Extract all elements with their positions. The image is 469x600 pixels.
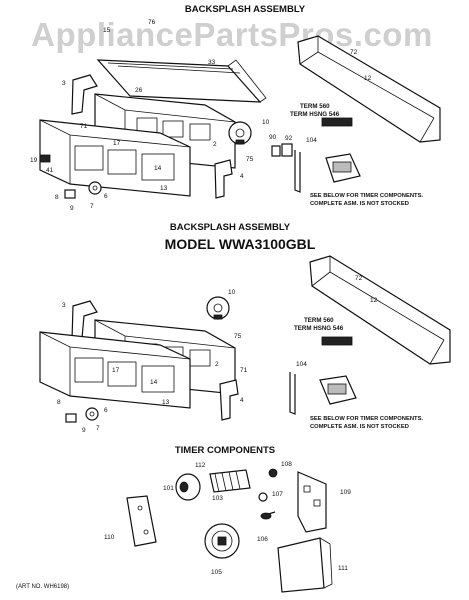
callout-label: 10: [262, 119, 270, 126]
callout-label: 13: [160, 185, 168, 192]
callout-label: 109: [340, 489, 351, 496]
callout-label: 76: [148, 19, 156, 26]
section2-note-stock: COMPLETE ASM. IS NOT STOCKED: [310, 424, 409, 430]
art-number: (ART NO. WH6198): [16, 584, 69, 590]
callout-label: 4: [240, 173, 244, 180]
callout-label: 17: [112, 367, 120, 374]
callout-label: 8: [55, 194, 59, 201]
watermark: AppliancePartsPros.com: [31, 16, 433, 53]
callout-label: 71: [240, 367, 248, 374]
callout-label: 112: [195, 462, 206, 469]
callout-label: 104: [296, 361, 307, 368]
callout-label: 33: [208, 59, 216, 66]
callout-label: 4: [240, 397, 244, 404]
section1-illustration: [39, 35, 441, 199]
section3-callouts: 112 108 101 103 107 109 110 106 105 111: [104, 461, 351, 576]
section1-term: TERM 560: [300, 103, 330, 110]
callout-label: 6: [104, 407, 108, 414]
section1-callouts: 76 15 33 72 12 3 26 10 71 90 92 104 2 17…: [30, 19, 372, 212]
callout-label: 3: [62, 302, 66, 309]
callout-label: 8: [57, 399, 61, 406]
callout-label: 13: [162, 399, 170, 406]
section2-illustration: [39, 255, 451, 423]
callout-label: 12: [364, 75, 372, 82]
callout-label: 75: [246, 156, 254, 163]
callout-label: 71: [80, 123, 88, 130]
callout-label: 17: [113, 140, 121, 147]
callout-label: 92: [285, 135, 293, 142]
section2-note: SEE BELOW FOR TIMER COMPONENTS.: [310, 416, 423, 422]
callout-label: 7: [90, 203, 94, 210]
section3-illustration: [126, 468, 333, 593]
section1-title: BACKSPLASH ASSEMBLY: [185, 4, 306, 15]
callout-label: 72: [350, 49, 358, 56]
callout-label: 10: [228, 289, 236, 296]
callout-label: 104: [306, 137, 317, 144]
callout-label: 6: [104, 193, 108, 200]
callout-label: 15: [103, 27, 111, 34]
callout-label: 75: [234, 333, 242, 340]
callout-label: 106: [257, 536, 268, 543]
callout-label: 2: [213, 141, 217, 148]
section1-term-hsng: TERM HSNG 546: [290, 111, 340, 118]
section1-note: SEE BELOW FOR TIMER COMPONENTS.: [310, 193, 423, 199]
section2-title: BACKSPLASH ASSEMBLY: [170, 222, 291, 233]
callout-label: 14: [154, 165, 162, 172]
section2-term-hsng: TERM HSNG 546: [294, 325, 344, 332]
callout-label: 107: [272, 491, 283, 498]
section2-term: TERM 560: [304, 317, 334, 324]
section3-title: TIMER COMPONENTS: [175, 445, 275, 456]
callout-label: 101: [163, 485, 174, 492]
callout-label: 105: [211, 569, 222, 576]
callout-label: 111: [338, 565, 348, 572]
callout-label: 90: [269, 134, 277, 141]
section1-note-stock: COMPLETE ASM. IS NOT STOCKED: [310, 201, 409, 207]
callout-label: 12: [370, 297, 378, 304]
callout-label: 14: [150, 379, 158, 386]
callout-label: 2: [215, 361, 219, 368]
section2-model: MODEL WWA3100GBL: [165, 236, 316, 252]
section2-callouts: 72 12 10 3 75 2 71 104 17 14 13 4 8 6 9 …: [57, 275, 378, 434]
callout-label: 108: [281, 461, 292, 468]
callout-label: 7: [96, 425, 100, 432]
callout-label: 9: [70, 205, 74, 212]
callout-label: 72: [355, 275, 363, 282]
callout-label: 26: [135, 87, 143, 94]
callout-label: 19: [30, 157, 38, 164]
callout-label: 41: [46, 167, 54, 174]
callout-label: 3: [62, 80, 66, 87]
callout-label: 103: [212, 495, 223, 502]
callout-label: 110: [104, 534, 115, 541]
callout-label: 9: [82, 427, 86, 434]
